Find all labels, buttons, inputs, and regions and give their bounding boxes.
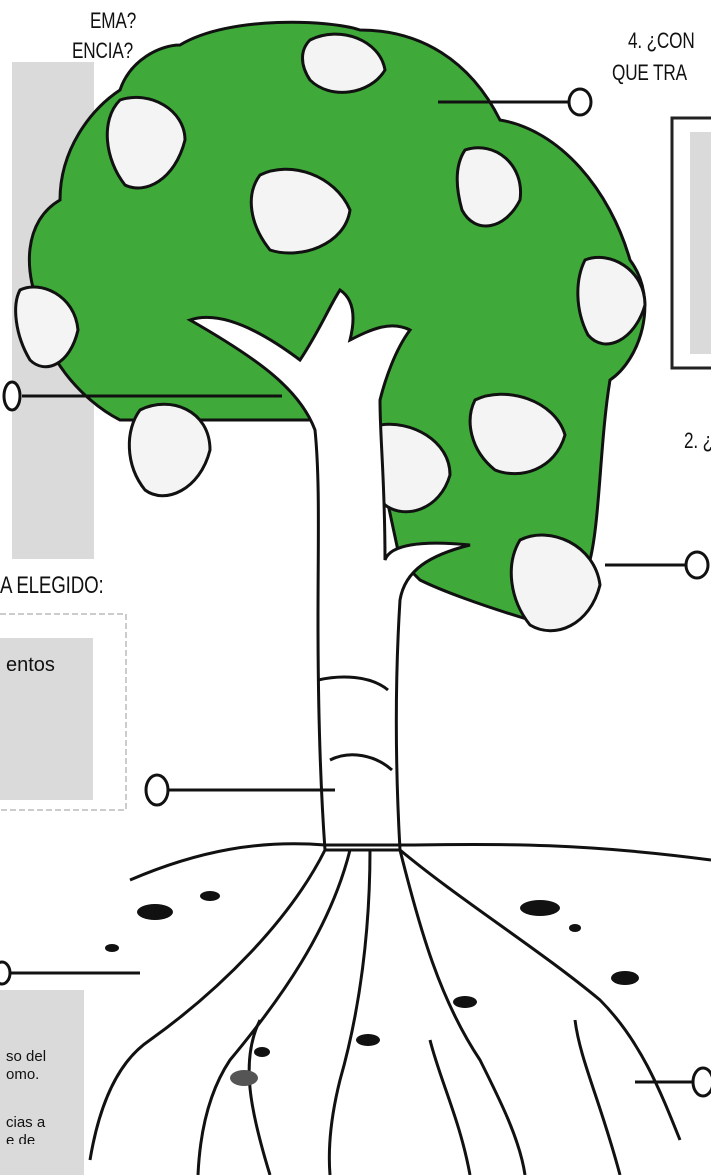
bottom-left-text-1: so del bbox=[6, 1048, 47, 1065]
tree-leaves bbox=[14, 32, 647, 633]
connector-node-bottom-right[interactable] bbox=[691, 1066, 711, 1098]
connector-node-right[interactable] bbox=[684, 550, 710, 580]
heading-top-right-2: QUE TRA bbox=[612, 60, 687, 85]
tree-roots bbox=[88, 848, 682, 1175]
top-right-grey-panel bbox=[690, 132, 711, 354]
middle-left-grey-box[interactable] bbox=[0, 638, 93, 800]
connectors bbox=[0, 87, 711, 1098]
bottom-left-grey-panel bbox=[0, 990, 84, 1175]
connector-node-middle-left[interactable] bbox=[144, 773, 170, 807]
heading-top-right-1: 4. ¿CON bbox=[628, 28, 695, 53]
ground-line bbox=[129, 842, 711, 882]
heading-chosen-topic: A ELEGIDO: bbox=[0, 572, 104, 599]
middle-left-frame bbox=[0, 613, 127, 811]
soil-stones bbox=[105, 891, 639, 1086]
connector-node-bottom-left[interactable] bbox=[0, 960, 12, 986]
connector-node-left[interactable] bbox=[2, 380, 22, 412]
middle-left-box-text: entos bbox=[6, 654, 55, 676]
heading-top-left-2: ENCIA? bbox=[72, 38, 134, 63]
question-2-heading: 2. ¿ bbox=[684, 428, 711, 453]
connector-node-top-right[interactable] bbox=[567, 87, 593, 117]
tree-trunk bbox=[186, 287, 471, 852]
bottom-left-text-3: cias a bbox=[6, 1114, 46, 1131]
bottom-left-text-2: omo. bbox=[6, 1066, 40, 1083]
bottom-left-text-4: e de bbox=[6, 1132, 36, 1144]
heading-top-left-1: EMA? bbox=[90, 8, 137, 33]
top-right-frame bbox=[670, 116, 711, 370]
